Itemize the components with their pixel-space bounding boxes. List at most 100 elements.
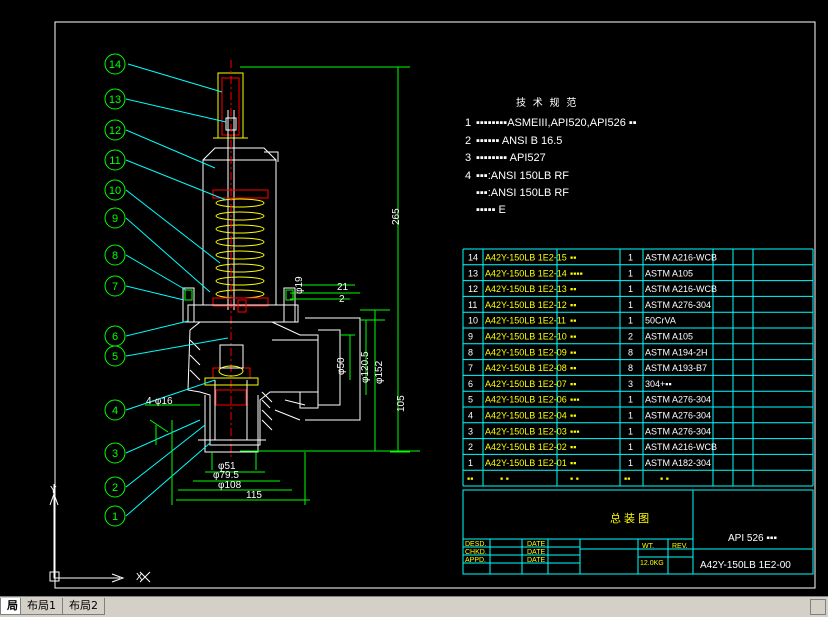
balloon-1: [104, 505, 126, 527]
part-material: ASTM A276-304: [645, 395, 711, 405]
part-name: ▪▪▪▪: [570, 268, 583, 278]
part-qty: 1: [628, 253, 633, 263]
dim-105: 105: [396, 395, 407, 412]
tab-scroll-arrow[interactable]: [810, 599, 826, 615]
dim-21: 21: [337, 282, 349, 293]
dimension-texts: 265 105 21 2 φ19 φ152 φ120.5 φ50 φ51 φ79…: [146, 208, 407, 501]
part-material: ASTM A216-WCB: [645, 253, 717, 263]
part-qty: 1: [628, 426, 633, 436]
title-block-texts: 总 装 图 API 526 ▪▪▪ A42Y-150LB 1E2-00 WT. …: [465, 511, 791, 571]
note-3-text: ▪▪▪▪▪▪▪▪ API527: [476, 152, 546, 164]
dim-phi19: φ19: [294, 276, 305, 294]
part-qty: 1: [628, 284, 633, 294]
part-material: ASTM A216-WCB: [645, 442, 717, 452]
balloon-2: [104, 476, 126, 498]
part-no: 12: [468, 284, 478, 294]
part-no: 3: [468, 426, 473, 436]
appd-label: APPD.: [465, 557, 486, 564]
part-name: ▪▪: [570, 347, 576, 357]
part-qty: 1: [628, 411, 633, 421]
note-2-text: ▪▪▪▪▪▪ ANSI B 16.5: [476, 135, 562, 147]
balloon-8: [104, 244, 126, 266]
balloon-label-13: 13: [109, 94, 121, 106]
part-name: ▪▪: [570, 442, 576, 452]
part-qty: 1: [628, 316, 633, 326]
header-code: ▪ ▪: [500, 474, 509, 484]
chkd-label: CHKD.: [465, 549, 487, 556]
part-code: A42Y-150LB 1E2-03: [485, 426, 567, 436]
part-no: 9: [468, 332, 473, 342]
sheet-border: [54, 21, 816, 589]
balloon-label-7: 7: [112, 281, 118, 293]
part-name: ▪▪: [570, 332, 576, 342]
note-4b-text: ▪▪▪:ANSI 150LB RF: [476, 187, 569, 199]
dim-phi51: φ51: [218, 461, 236, 472]
part-no: 2: [468, 442, 473, 452]
balloon-3: [104, 442, 126, 464]
balloon-label-8: 8: [112, 250, 118, 262]
date-label-3: DATE: [527, 557, 545, 564]
dim-phi79-5: φ79.5: [213, 470, 239, 481]
weight-value: 12.0KG: [640, 560, 664, 567]
balloon-11: [104, 149, 126, 171]
header-material: ▪ ▪: [660, 474, 669, 484]
product-name: API 526 ▪▪▪: [728, 533, 777, 544]
part-code: A42Y-150LB 1E2-11: [485, 316, 566, 326]
balloon-4: [104, 399, 126, 421]
part-name: ▪▪: [570, 411, 576, 421]
part-code: A42Y-150LB 1E2-12: [485, 300, 567, 310]
balloon-label-11: 11: [109, 155, 120, 167]
note-3-num: 3: [465, 152, 471, 164]
part-code: A42Y-150LB 1E2-04: [485, 411, 567, 421]
part-material: 304+▪▪: [645, 379, 672, 389]
part-name: ▪▪: [570, 379, 576, 389]
part-qty: 1: [628, 300, 633, 310]
layout-tab-bar: 局 布局1 布局2: [0, 596, 828, 617]
valve-section-view: [182, 60, 361, 460]
part-material: ASTM A194-2H: [645, 347, 708, 357]
date-label-2: DATE: [527, 549, 545, 556]
balloon-label-4: 4: [112, 405, 118, 417]
part-no: 8: [468, 347, 473, 357]
part-qty: 3: [628, 379, 633, 389]
part-qty: 1: [628, 458, 633, 468]
balloon-5: [104, 345, 126, 367]
dim-265: 265: [391, 208, 402, 225]
balloon-12: [104, 119, 126, 141]
part-qty: 8: [628, 363, 633, 373]
dim-phi152: φ152: [374, 360, 385, 384]
ucs-icon: [49, 484, 151, 583]
tab-layout-2[interactable]: 布局2: [62, 598, 105, 615]
balloon-label-5: 5: [112, 351, 118, 363]
part-name: ▪▪▪: [570, 426, 580, 436]
balloon-label-12: 12: [109, 125, 121, 137]
part-no: 13: [468, 268, 478, 278]
part-code: A42Y-150LB 1E2-09: [485, 347, 567, 357]
part-material: ASTM A276-304: [645, 300, 711, 310]
drawing-number: A42Y-150LB 1E2-00: [700, 560, 791, 571]
part-qty: 2: [628, 332, 633, 342]
part-code: A42Y-150LB 1E2-01: [485, 458, 567, 468]
technical-notes: 技 术 规 范 1 ▪▪▪▪▪▪▪▪ASMEIII,API520,API526 …: [465, 96, 637, 216]
balloon-10: [104, 179, 126, 201]
part-name: ▪▪▪: [570, 395, 580, 405]
part-no: 5: [468, 395, 473, 405]
part-material: ASTM A105: [645, 268, 693, 278]
dim-phi120-5: φ120.5: [360, 351, 371, 383]
part-code: A42Y-150LB 1E2-15: [485, 253, 567, 263]
dim-115: 115: [246, 490, 262, 501]
date-label-1: DATE: [527, 541, 545, 548]
part-qty: 8: [628, 347, 633, 357]
header-qty: ▪▪: [624, 474, 630, 484]
part-code: A42Y-150LB 1E2-13: [485, 284, 567, 294]
part-name: ▪▪: [570, 253, 576, 263]
part-name: ▪▪: [570, 300, 576, 310]
ucs-x-label: X: [136, 572, 143, 583]
part-code: A42Y-150LB 1E2-02: [485, 442, 567, 452]
dim-4-phi16: 4-φ16: [146, 396, 173, 407]
tab-layout-1[interactable]: 布局1: [20, 598, 63, 615]
note-4-num: 4: [465, 170, 471, 182]
